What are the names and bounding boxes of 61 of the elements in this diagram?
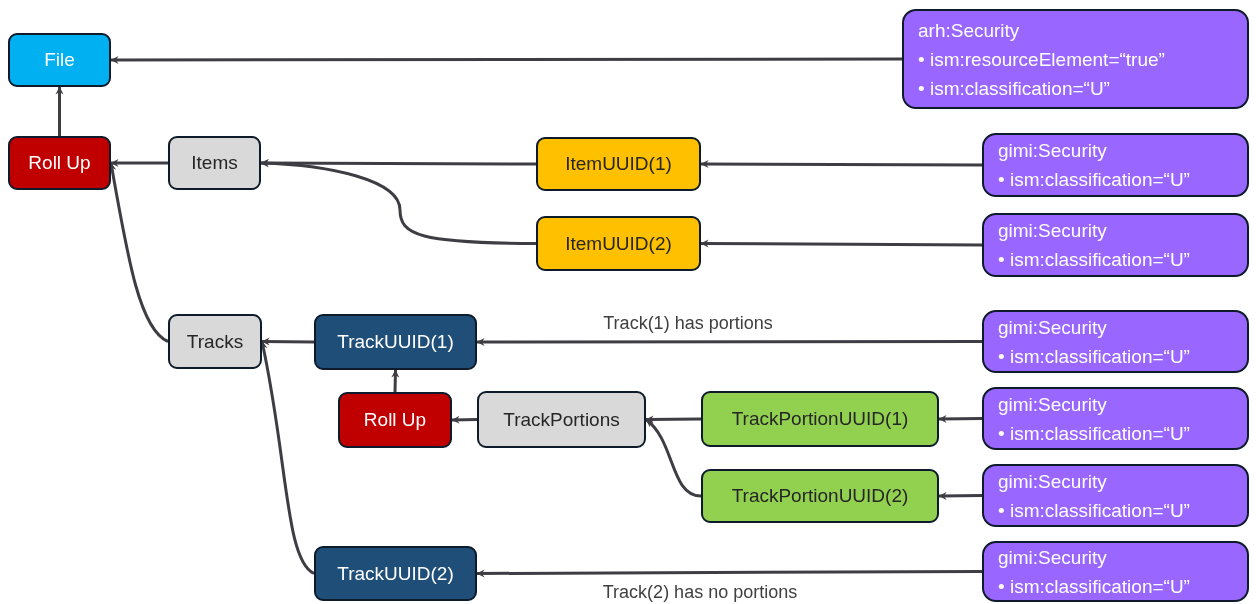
track-portion-box [701,391,939,447]
track-box [314,314,477,370]
arrow [391,369,400,393]
attribute-text: • ism:classification=“U” [918,76,1110,101]
arrow [110,159,168,167]
security-box [902,9,1249,109]
arrow [261,337,314,346]
element-name: gimi:Security [998,139,1107,163]
node-label: Tracks [186,330,244,353]
arrow [476,338,982,346]
item-box [536,137,701,191]
arrow [645,418,702,498]
security-box [982,464,1249,527]
file-box [8,33,111,87]
arrow [645,415,701,424]
node-label: TrackUUID(2) [337,562,454,585]
node-label: Roll Up [28,152,91,174]
element-name: arh:Security [918,18,1020,43]
track-box [314,546,477,601]
arrow [476,569,982,578]
arrow [938,491,982,500]
arrow [451,415,478,424]
element-name: gimi:Security [998,545,1107,570]
element-name: gimi:Security [998,219,1107,243]
attribute-text: • ism:classification=“U” [998,344,1190,369]
item-box [536,216,701,271]
arrow [55,86,64,136]
node-label: ItemUUID(2) [565,232,672,255]
container-box [168,314,262,369]
arrow [938,414,982,423]
node-label: Items [191,152,238,174]
node-label: ItemUUID(1) [565,153,672,175]
container-box [168,136,261,190]
security-box [982,541,1249,602]
rollup-box [338,392,452,448]
arrow [700,160,982,169]
attribute-text: • ism:classification=“U” [998,498,1190,523]
element-name: gimi:Security [998,392,1107,417]
security-box [982,213,1249,277]
node-label: File [44,49,75,71]
arrow [260,159,536,245]
security-box [982,133,1249,197]
container-box [477,391,646,448]
node-label: TrackUUID(1) [337,331,454,353]
arrow [110,56,902,64]
element-name: gimi:Security [998,469,1107,494]
arrow [700,239,982,248]
security-box [982,310,1249,373]
attribute-text: • ism:classification=“U” [998,421,1190,446]
element-name: gimi:Security [998,315,1107,340]
node-label: Roll Up [363,409,427,431]
track-portion-box [701,469,939,523]
attribute-text: • ism:classification=“U” [998,574,1190,599]
attribute-text: • ism:resourceElement=“true” [918,47,1165,72]
security-box [982,387,1249,450]
rollup-box [8,136,111,190]
attribute-text: • ism:classification=“U” [998,168,1190,192]
node-label: TrackPortions [503,408,620,431]
attribute-text: • ism:classification=“U” [998,248,1190,272]
node-label: TrackPortionUUID(2) [731,485,909,507]
node-label: TrackPortionUUID(1) [731,408,909,430]
